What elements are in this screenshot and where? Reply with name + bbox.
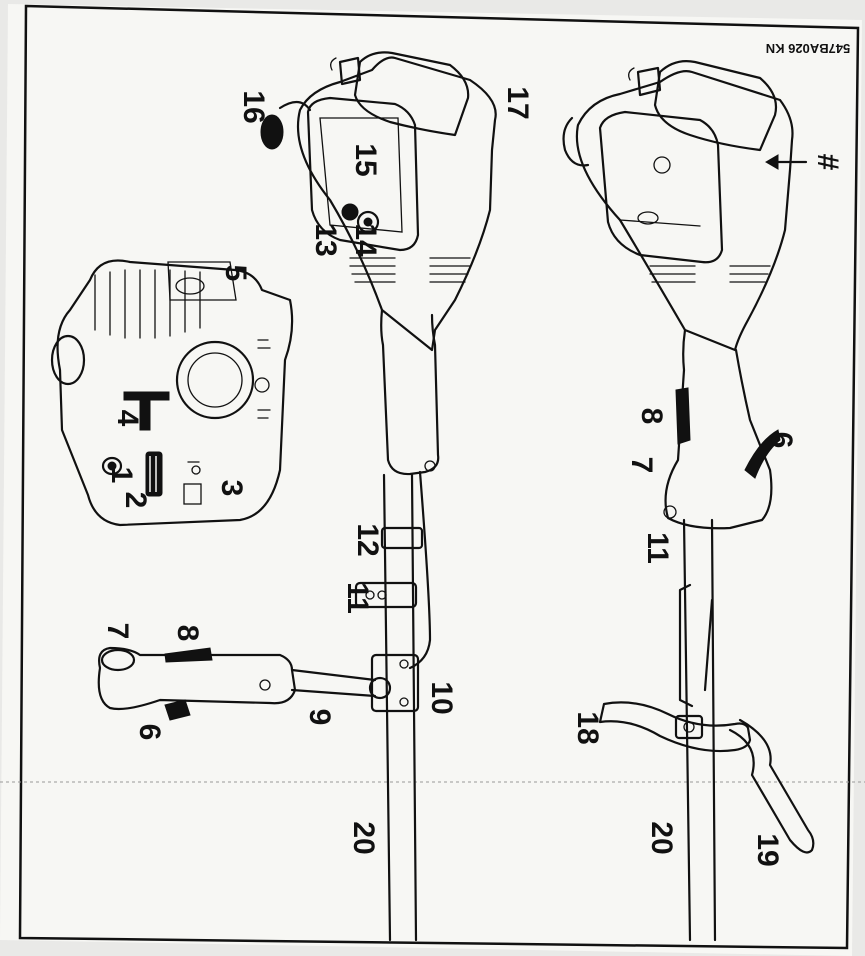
callout-9: 9 <box>303 709 336 726</box>
callout-14: 14 <box>349 223 382 257</box>
primer-bulb <box>101 456 123 476</box>
output-hub <box>50 334 86 386</box>
callout-labels: 1 2 3 4 5 7 8 6 9 10 11 12 13 14 15 16 1… <box>101 86 798 866</box>
hash-marker: # <box>765 154 844 171</box>
hash-label: # <box>811 154 844 171</box>
handle-grip <box>97 646 297 711</box>
callout-11: 11 <box>341 582 374 614</box>
starter-grip <box>123 391 170 431</box>
stop-switch <box>341 203 359 221</box>
callout-16: 16 <box>237 90 270 123</box>
side-knob <box>260 114 284 150</box>
shaft-guide <box>678 583 714 708</box>
rear-handle <box>664 328 773 530</box>
handle-bracket <box>354 581 418 609</box>
paper-sheet <box>0 4 862 956</box>
drive-shaft-lower <box>682 518 717 942</box>
trimmer-top-view <box>260 51 497 942</box>
trigger-lockout <box>164 699 191 721</box>
choke-lever <box>145 451 163 497</box>
fuel-tank <box>353 51 470 137</box>
loop-handle <box>598 701 752 753</box>
engine-housing <box>296 56 497 352</box>
callout-15: 15 <box>349 143 382 176</box>
callout-20-lower: 20 <box>645 821 678 854</box>
callout-1: 1 <box>105 467 138 484</box>
callout-7-lower: 7 <box>625 457 658 474</box>
throttle-trigger <box>164 647 213 663</box>
trimmer-bottom-view <box>562 60 815 942</box>
fuel-cap-lower <box>636 66 662 97</box>
reference-code: 547BA026 KN <box>766 41 851 56</box>
callout-7: 7 <box>101 623 134 640</box>
housing-vents-lower <box>649 265 771 283</box>
engine-detail <box>50 259 294 527</box>
starter-cover <box>175 340 255 420</box>
callout-17: 17 <box>501 86 534 119</box>
callout-6: 6 <box>133 724 166 741</box>
fuel-cap <box>338 56 362 86</box>
callout-13: 13 <box>309 223 342 256</box>
callout-5: 5 <box>219 265 252 282</box>
callout-11-lower: 11 <box>641 532 674 564</box>
trigger-lockout-lower <box>744 429 781 479</box>
shaft-grip-tube <box>380 308 440 476</box>
housing-vents <box>349 257 471 283</box>
handle-clamp <box>368 653 420 713</box>
callout-6-lower: 6 <box>765 432 798 449</box>
throttle-trigger-lower <box>675 387 691 445</box>
callout-8-lower: 8 <box>635 408 668 425</box>
throttle-cable <box>408 470 432 670</box>
muffler <box>167 261 237 301</box>
callout-10: 10 <box>425 681 458 714</box>
air-filter-cover <box>306 96 420 252</box>
drive-shaft <box>382 473 418 942</box>
callout-19: 19 <box>751 833 784 866</box>
handle-detail <box>97 646 377 721</box>
choke-decal <box>183 461 202 505</box>
callout-8: 8 <box>171 625 204 642</box>
cooling-fins <box>94 269 201 339</box>
fuel-tank-lower <box>653 60 778 152</box>
callout-12: 12 <box>351 523 384 556</box>
cover-vents <box>257 339 271 419</box>
callout-3: 3 <box>215 480 248 497</box>
primer-button <box>356 210 380 234</box>
callout-4: 4 <box>111 410 144 427</box>
callout-20: 20 <box>347 821 380 854</box>
callout-2: 2 <box>119 492 152 509</box>
shaft-clamp <box>380 526 424 550</box>
strap-bracket <box>728 718 815 854</box>
air-filter-cover-lower <box>598 110 724 264</box>
callout-18: 18 <box>571 711 604 744</box>
handle-arm <box>290 668 377 698</box>
diagram-frame <box>18 4 860 950</box>
